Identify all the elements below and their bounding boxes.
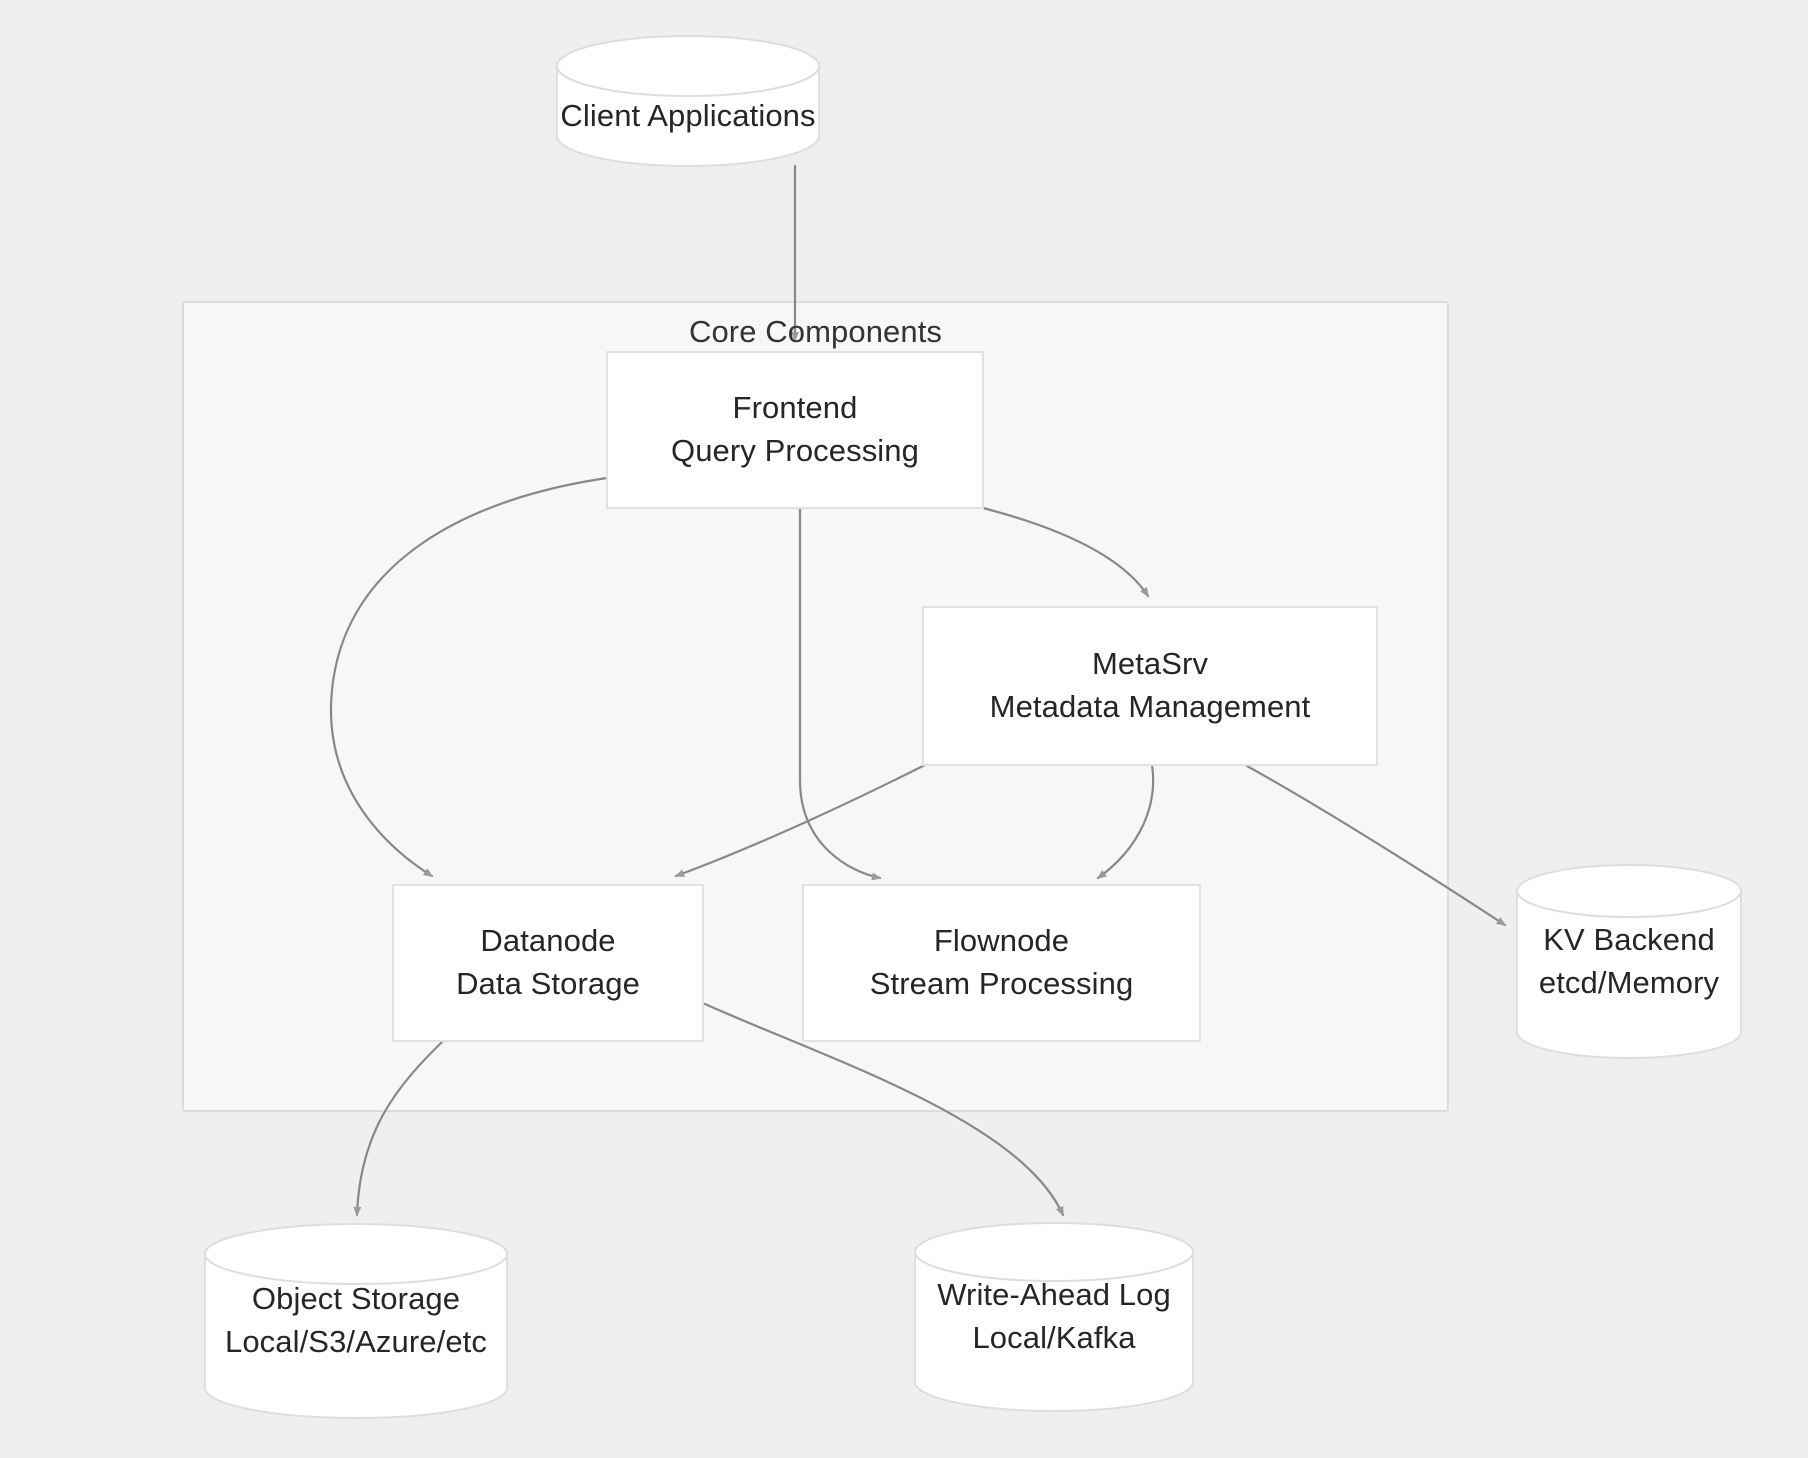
node-object-storage[interactable] bbox=[204, 1223, 508, 1419]
edge-datanode-to-objectstorage bbox=[353, 1039, 445, 1217]
node-datanode[interactable] bbox=[392, 884, 704, 1042]
cylinder-top bbox=[1516, 864, 1742, 918]
node-kv-backend[interactable] bbox=[1516, 864, 1742, 1059]
cluster-title: Core Components bbox=[183, 314, 1448, 350]
cylinder-top bbox=[556, 35, 820, 97]
edge-frontend-to-datanode bbox=[329, 476, 609, 878]
cylinder-body bbox=[914, 1251, 1194, 1412]
cylinder-top bbox=[204, 1223, 508, 1285]
node-write-ahead-log[interactable] bbox=[914, 1222, 1194, 1412]
edge-metasrv-to-flownode bbox=[1096, 763, 1155, 880]
edge-metasrv-to-datanode bbox=[674, 763, 927, 878]
cylinder-body bbox=[1516, 890, 1742, 1059]
node-client-applications[interactable] bbox=[556, 35, 820, 167]
node-frontend[interactable] bbox=[606, 351, 984, 509]
cylinder-body bbox=[204, 1253, 508, 1419]
node-metasrv[interactable] bbox=[922, 606, 1378, 766]
edge-frontend-to-flownode bbox=[798, 506, 882, 881]
edge-frontend-to-metasrv bbox=[981, 506, 1150, 598]
edge-metasrv-to-kv bbox=[1245, 764, 1507, 927]
edge-datanode-to-wal bbox=[703, 1002, 1065, 1217]
node-flownode[interactable] bbox=[802, 884, 1201, 1042]
cylinder-top bbox=[914, 1222, 1194, 1282]
cluster-title-text: Core Components bbox=[688, 314, 943, 349]
